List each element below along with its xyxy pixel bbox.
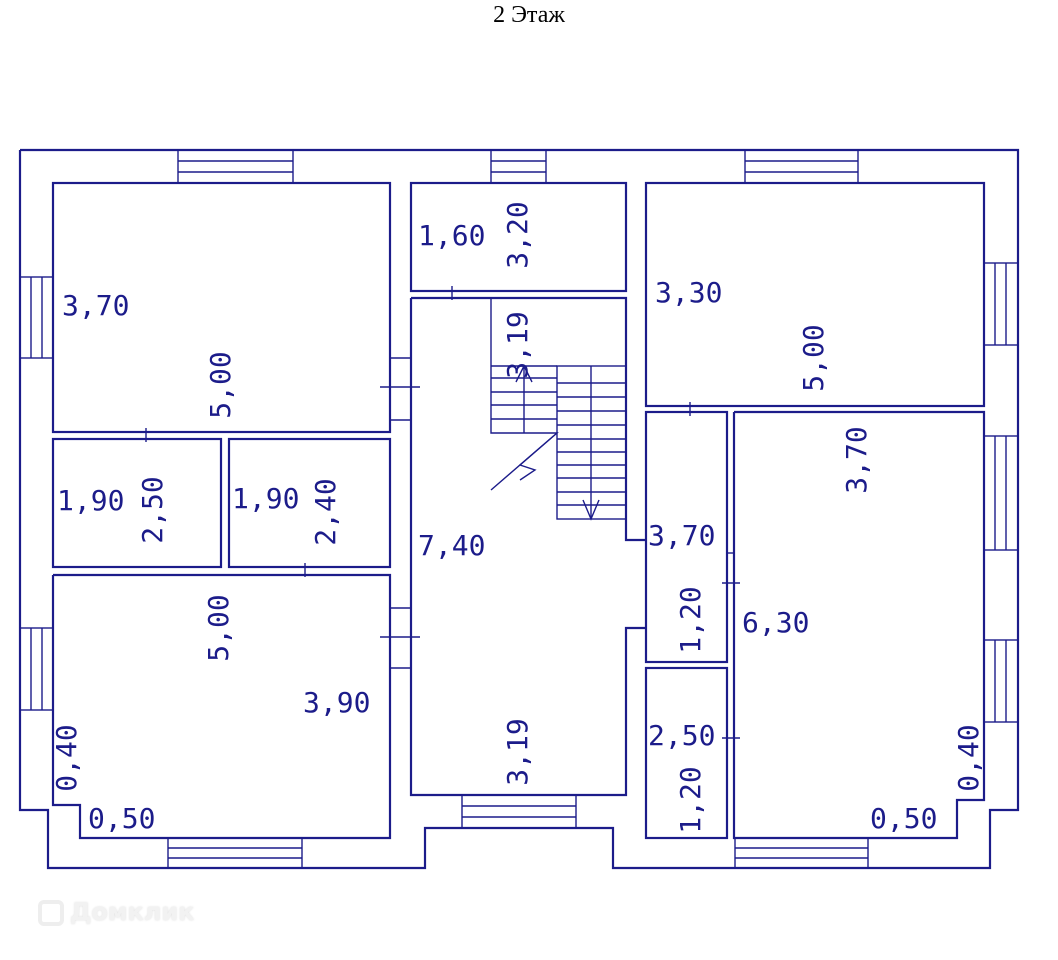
house-logo-icon: [38, 900, 64, 926]
dim-label: 6,30: [742, 606, 809, 639]
dim-label: 2,40: [309, 478, 342, 545]
dim-label: 0,40: [952, 724, 985, 791]
watermark: Домклик: [38, 898, 194, 926]
dim-label: 1,20: [674, 766, 707, 833]
room-small-1: [51, 437, 223, 569]
windows: [19, 149, 1019, 869]
window-top-2: [490, 149, 547, 184]
dim-label: 3,30: [655, 276, 722, 309]
window-top-1: [177, 149, 294, 184]
floor-title: 2 Этаж: [493, 2, 565, 28]
dim-label: 1,90: [57, 484, 124, 517]
window-bottom-3: [734, 837, 869, 869]
dim-label: 1,60: [418, 219, 485, 252]
dimension-labels: 3,70 5,00 1,60 3,20 3,19 3,30 5,00 3,70 …: [50, 201, 985, 835]
dim-label: 3,90: [303, 686, 370, 719]
hall-bottom: [409, 298, 645, 797]
dim-label: 3,19: [501, 718, 534, 785]
dim-label: 2,50: [648, 719, 715, 752]
room-bedroom-2: [51, 573, 392, 840]
window-right-2: [983, 435, 1019, 551]
room-corridor: [644, 410, 729, 664]
dim-label: 2,50: [136, 476, 169, 543]
dim-label: 1,20: [674, 586, 707, 653]
dim-label: 3,70: [840, 426, 873, 493]
dim-label: 3,19: [501, 311, 534, 378]
dim-label: 3,20: [501, 201, 534, 268]
dim-label: 3,70: [62, 289, 129, 322]
stairs: [490, 298, 627, 521]
doors: [115, 286, 740, 739]
dim-label: 0,40: [50, 724, 83, 791]
dim-label: 5,00: [204, 351, 237, 418]
window-left-1: [19, 276, 54, 359]
window-bottom-1: [167, 837, 303, 869]
dim-label: 1,90: [232, 482, 299, 515]
dim-label: 5,00: [202, 594, 235, 661]
dim-label: 0,50: [88, 802, 155, 835]
window-right-3: [983, 639, 1019, 723]
watermark-text: Домклик: [70, 898, 195, 926]
dim-label: 5,00: [797, 324, 830, 391]
window-top-3: [744, 149, 859, 184]
dim-label: 3,70: [648, 519, 715, 552]
window-right-1: [983, 262, 1019, 346]
dim-label: 0,50: [870, 802, 937, 835]
outer-wall: [18, 148, 1020, 870]
window-left-2: [19, 627, 54, 711]
room-bath: [644, 666, 729, 840]
window-bottom-2: [461, 794, 577, 829]
dim-label: 7,40: [418, 529, 485, 562]
room-bedroom-4: [732, 410, 986, 840]
